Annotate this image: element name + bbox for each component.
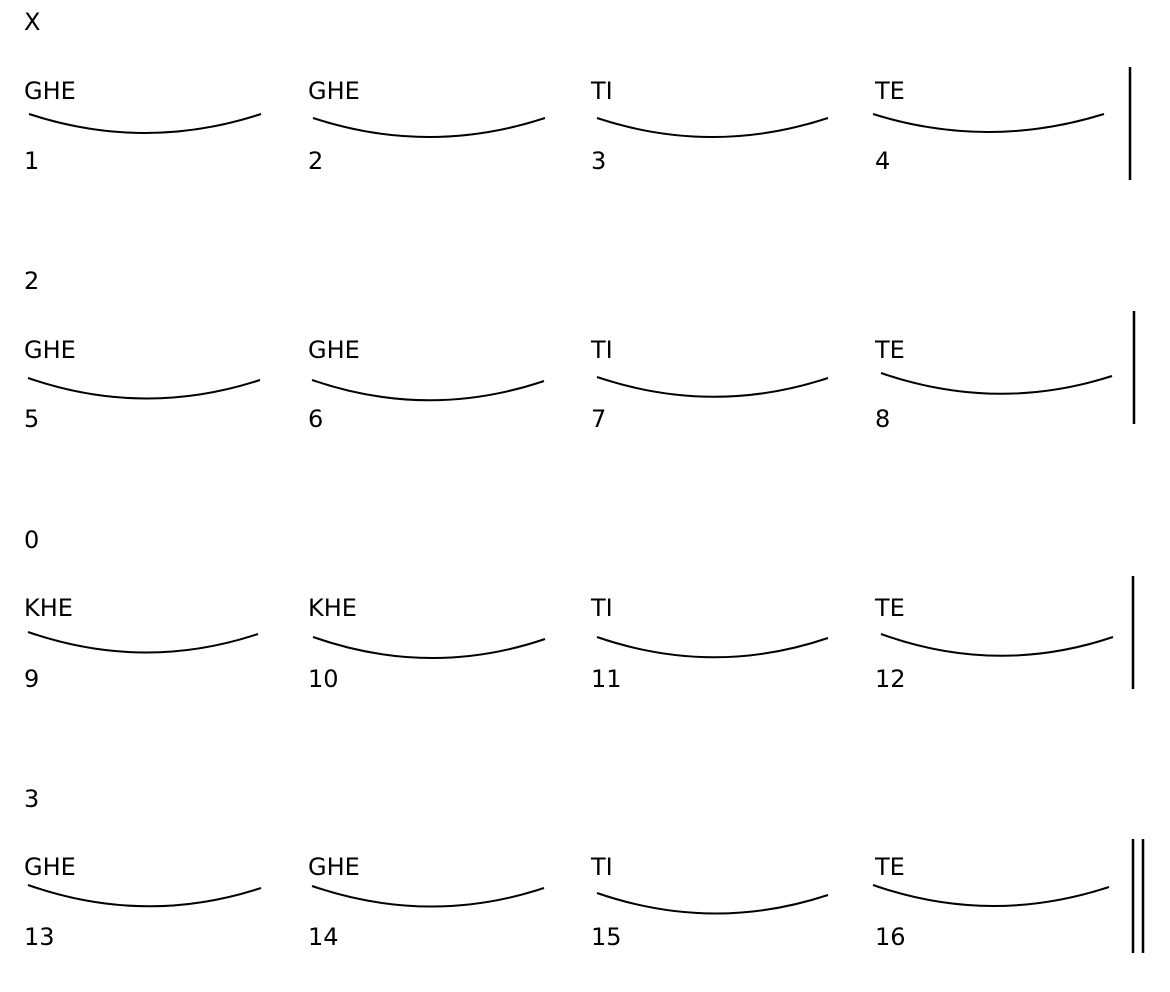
syllable-beat-2: GHE xyxy=(308,77,360,105)
beat-number-3: 3 xyxy=(591,147,607,175)
section-marker-row-3: 0 xyxy=(24,526,40,554)
beat-number-7: 7 xyxy=(591,405,607,433)
slur-beat-14 xyxy=(311,885,545,908)
syllable-beat-13: GHE xyxy=(24,853,76,881)
syllable-beat-16: TE xyxy=(875,853,905,881)
beat-number-15: 15 xyxy=(591,923,622,951)
syllable-beat-4: TE xyxy=(875,77,905,105)
section-marker-row-2: 2 xyxy=(24,267,40,295)
slur-beat-6 xyxy=(311,379,545,402)
beat-number-12: 12 xyxy=(875,665,906,693)
slur-beat-16 xyxy=(872,884,1110,907)
slur-beat-13 xyxy=(27,884,262,908)
syllable-beat-15: TI xyxy=(591,853,613,881)
beat-number-4: 4 xyxy=(875,147,891,175)
beat-number-9: 9 xyxy=(24,665,40,693)
slur-beat-10 xyxy=(312,636,546,659)
syllable-beat-5: GHE xyxy=(24,336,76,364)
syllable-beat-12: TE xyxy=(875,594,905,622)
slur-beat-3 xyxy=(596,117,829,138)
slur-beat-5 xyxy=(27,377,261,400)
slur-beat-11 xyxy=(596,636,829,659)
beat-number-11: 11 xyxy=(591,665,622,693)
syllable-beat-7: TI xyxy=(591,336,613,364)
slur-beat-8 xyxy=(880,372,1113,395)
beat-number-1: 1 xyxy=(24,147,40,175)
syllable-beat-10: KHE xyxy=(308,594,357,622)
beat-number-16: 16 xyxy=(875,923,906,951)
syllable-beat-8: TE xyxy=(875,336,905,364)
syllable-beat-3: TI xyxy=(591,77,613,105)
beat-number-2: 2 xyxy=(308,147,324,175)
syllable-beat-1: GHE xyxy=(24,77,76,105)
slur-beat-7 xyxy=(596,376,829,398)
slur-beat-9 xyxy=(27,631,259,654)
slur-beat-4 xyxy=(872,113,1105,133)
syllable-beat-9: KHE xyxy=(24,594,73,622)
slur-beat-12 xyxy=(880,633,1114,657)
beat-number-14: 14 xyxy=(308,923,339,951)
beat-number-13: 13 xyxy=(24,923,55,951)
syllable-beat-11: TI xyxy=(591,594,613,622)
beat-number-6: 6 xyxy=(308,405,324,433)
slur-beat-2 xyxy=(312,117,546,138)
slur-beat-1 xyxy=(28,113,262,134)
beat-number-10: 10 xyxy=(308,665,339,693)
beat-number-8: 8 xyxy=(875,405,891,433)
syllable-beat-14: GHE xyxy=(308,853,360,881)
section-marker-row-4: 3 xyxy=(24,785,40,813)
slur-beat-15 xyxy=(596,892,829,915)
section-marker-row-1: X xyxy=(24,8,41,36)
beat-number-5: 5 xyxy=(24,405,40,433)
syllable-beat-6: GHE xyxy=(308,336,360,364)
